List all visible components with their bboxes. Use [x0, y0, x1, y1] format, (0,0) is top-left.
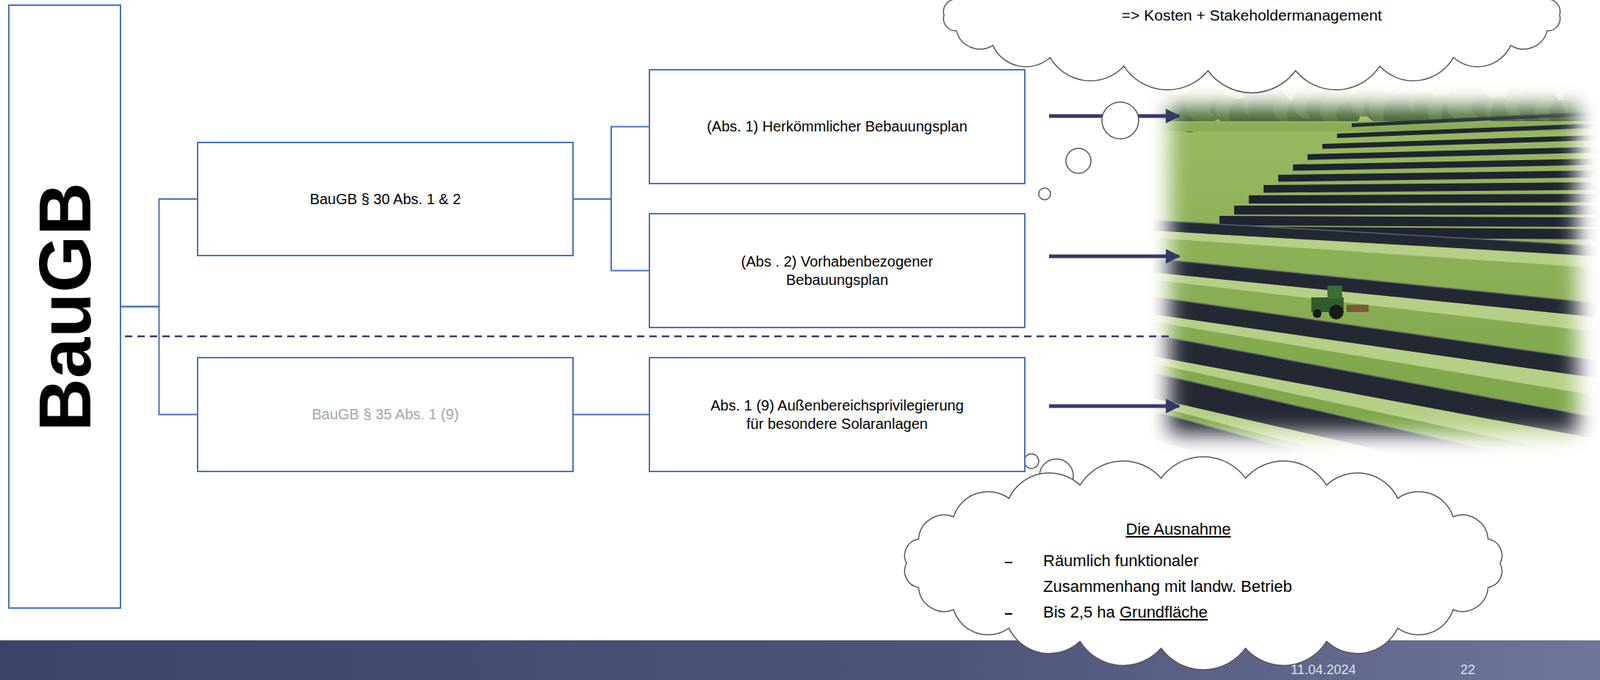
cloud-outline — [896, 467, 1511, 660]
tractor-cab — [1327, 285, 1343, 299]
panel-row — [1307, 146, 1598, 161]
section-box: BauGB § 30 Abs. 1 & 2 — [196, 141, 574, 257]
box-label: Abs. 1 (9) Außenbereichsprivilegierung f… — [705, 396, 970, 434]
word-underline — [1119, 619, 1208, 621]
privilege-box: Abs. 1 (9) Außenbereichsprivilegierung f… — [648, 357, 1026, 473]
panel-row — [1263, 182, 1598, 193]
tree-connector — [121, 199, 197, 308]
cloud-shape — [904, 456, 1502, 670]
footer-date: 11.04.2024 — [1290, 662, 1357, 678]
panel-row — [1153, 334, 1598, 440]
bullet-dash — [1004, 561, 1013, 564]
box-label: (Abs. 1) Herkömmlicher Bebauungsplan — [706, 117, 968, 136]
panel-edge — [1153, 220, 1598, 247]
box-label: BauGB § 35 Abs. 1 (9) — [311, 405, 459, 424]
pointer-arrow — [1049, 404, 1180, 409]
cloud-text: => Kosten + Stakeholdermanagement — [933, 5, 1570, 25]
divider-dashed-line — [124, 335, 1174, 338]
law-column-box: BauGB — [8, 4, 122, 609]
panel-row — [1292, 158, 1598, 172]
wheel — [1328, 304, 1344, 320]
law-title: BauGB — [27, 182, 102, 432]
thought-bubble — [1038, 188, 1051, 200]
tree-connector — [573, 127, 649, 200]
thought-cloud: => Kosten + Stakeholdermanagement — [933, 0, 1570, 82]
tree-connector — [573, 414, 649, 416]
box-label: (Abs . 2) Vorhabenbezogener Bebauungspla… — [727, 252, 948, 290]
wheel — [1312, 309, 1322, 319]
panel-rows-back — [1204, 111, 1598, 240]
panel-row — [1234, 205, 1598, 215]
thought-bubble — [1024, 453, 1039, 469]
bullet-text: Bis 2,5 ha Grundfläche — [1043, 599, 1308, 626]
thought-cloud: Die AusnahmeRäumlich funktionaler Zusamm… — [896, 467, 1511, 660]
panel-row — [1278, 170, 1598, 183]
bullet-dash — [1004, 613, 1013, 615]
panel-edge — [1153, 258, 1598, 304]
mower — [1346, 304, 1369, 313]
bullet-text: Räumlich funktionaler Zusammenhang mit l… — [1043, 548, 1308, 600]
plan-box: (Abs . 2) Vorhabenbezogener Bebauungspla… — [648, 213, 1026, 329]
panel-row — [1322, 135, 1598, 150]
tree-connector — [121, 307, 197, 416]
tree-connector — [573, 199, 649, 272]
box-label: BauGB § 30 Abs. 1 & 2 — [310, 190, 462, 209]
tree — [1567, 88, 1600, 125]
panel-row — [1351, 111, 1598, 128]
thought-bubble — [1101, 102, 1139, 139]
thought-bubble — [1065, 148, 1091, 174]
cloud-heading: Die Ausnahme — [1104, 518, 1252, 541]
panel-row — [1153, 220, 1598, 257]
plan-box: (Abs. 1) Herkömmlicher Bebauungsplan — [648, 69, 1026, 185]
panel-row — [1337, 123, 1598, 139]
panel-row — [1248, 193, 1598, 204]
panel-row — [1219, 215, 1598, 227]
page-number: 22 — [1460, 662, 1476, 678]
section-box: BauGB § 35 Abs. 1 (9) — [196, 357, 574, 473]
tractor — [1311, 285, 1369, 320]
pointer-arrow — [1049, 254, 1180, 259]
